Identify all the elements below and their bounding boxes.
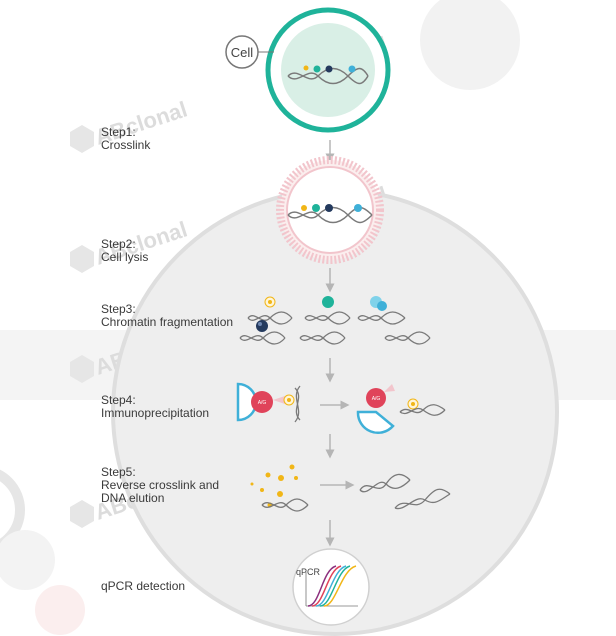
ip-complex-left: A/G — [236, 382, 301, 423]
bound-proteins — [256, 296, 387, 332]
step2-label: Step2:Cell lysis — [101, 237, 149, 264]
lysed-cell — [276, 156, 384, 264]
final-step-label: qPCR detection — [101, 579, 186, 593]
svg-text:A/G: A/G — [372, 396, 381, 402]
eluted-proteins — [250, 464, 309, 512]
cell-bubble: Cell — [225, 35, 274, 69]
crosslink-cell — [265, 7, 391, 133]
step3-label: Step3:Chromatin fragmentation — [101, 302, 234, 329]
eluted-dna — [359, 473, 451, 510]
chromatin-fragments — [239, 311, 431, 345]
qpcr-label: qPCR — [296, 567, 321, 577]
step4-label: Step4:Immunoprecipitation — [101, 393, 210, 420]
qpcr-plot: qPCR — [292, 548, 370, 626]
step1-label: Step1:Crosslink — [101, 125, 151, 152]
cell-label: Cell — [231, 45, 254, 60]
ip-complex-right: A/G — [356, 384, 446, 435]
svg-text:A/G: A/G — [258, 400, 267, 406]
